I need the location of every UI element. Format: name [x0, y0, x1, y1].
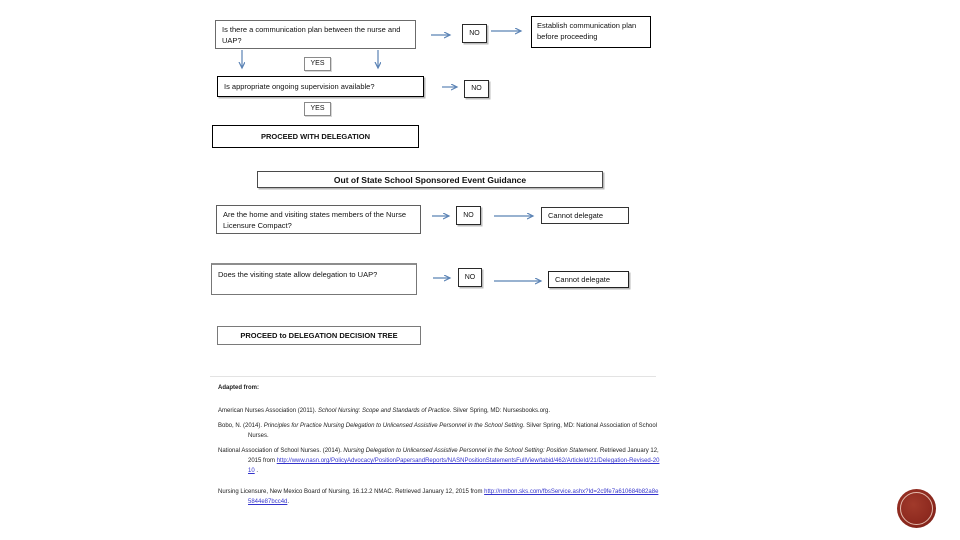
cannot-delegate-box-1: Cannot delegate [541, 207, 629, 224]
yes-box-2: YES [304, 102, 331, 116]
reference-nm-tail: . [287, 499, 290, 505]
references-heading: Adapted from: [218, 385, 259, 391]
reference-ana-post: . Silver Spring, MD: Nursesbooks.org. [449, 408, 551, 414]
seal-inner-ring [900, 492, 933, 525]
question-visiting-state-box: Does the visiting state allow delegation… [211, 263, 417, 295]
question-licensure-compact-box: Are the home and visiting states members… [216, 205, 421, 234]
reference-bobo-pre: Bobo, N. (2014). [218, 423, 264, 429]
reference-bobo-title: Principles for Practice Nursing Delegati… [263, 423, 523, 429]
reference-nasn-post: . Retrieved January 12, 2015 from [248, 448, 659, 464]
reference-nm-pre: Nursing Licensure, New Mexico Board of N… [218, 489, 485, 495]
yes-box-1: YES [304, 57, 331, 71]
question-supervision-box: Is appropriate ongoing supervision avail… [217, 76, 424, 97]
reference-ana-pre: American Nurses Association (2011). [218, 408, 318, 414]
state-seal-logo [897, 489, 936, 528]
reference-ana: American Nurses Association (2011). Scho… [218, 406, 660, 416]
no-box-2: NO [464, 80, 489, 98]
proceed-with-delegation-box: PROCEED WITH DELEGATION [212, 125, 419, 148]
reference-nasn-link[interactable]: http://www.nasn.org/PolicyAdvocacy/Posit… [248, 458, 660, 474]
no-box-1: NO [462, 24, 487, 43]
references-block: Adapted from: American Nurses Associatio… [218, 383, 660, 512]
section-title-box: Out of State School Sponsored Event Guid… [257, 171, 603, 188]
proceed-decision-tree-box: PROCEED to DELEGATION DECISION TREE [217, 326, 421, 345]
reference-bobo-post: . Silver Spring, MD: National Associatio… [248, 423, 658, 439]
reference-ana-title: School Nursing: Scope and Standards of P… [317, 408, 450, 414]
reference-nasn: National Association of School Nurses. (… [218, 446, 660, 476]
reference-nm: Nursing Licensure, New Mexico Board of N… [218, 487, 660, 507]
no-box-3: NO [456, 206, 481, 225]
references-divider [210, 376, 656, 377]
reference-nasn-title: Nursing Delegation to Unlicensed Assisti… [343, 448, 597, 454]
establish-communication-box: Establish communication plan before proc… [531, 16, 651, 48]
question-communication-plan-box: Is there a communication plan between th… [215, 20, 416, 49]
reference-nasn-tail: . [254, 468, 259, 474]
no-box-4: NO [458, 268, 482, 287]
reference-nm-link[interactable]: http://nmbon.sks.com/fbsService.ashx?Id=… [248, 489, 659, 505]
reference-nasn-pre: National Association of School Nurses. (… [218, 448, 344, 454]
reference-bobo: Bobo, N. (2014). Principles for Practice… [218, 421, 660, 441]
cannot-delegate-box-2: Cannot delegate [548, 271, 629, 288]
